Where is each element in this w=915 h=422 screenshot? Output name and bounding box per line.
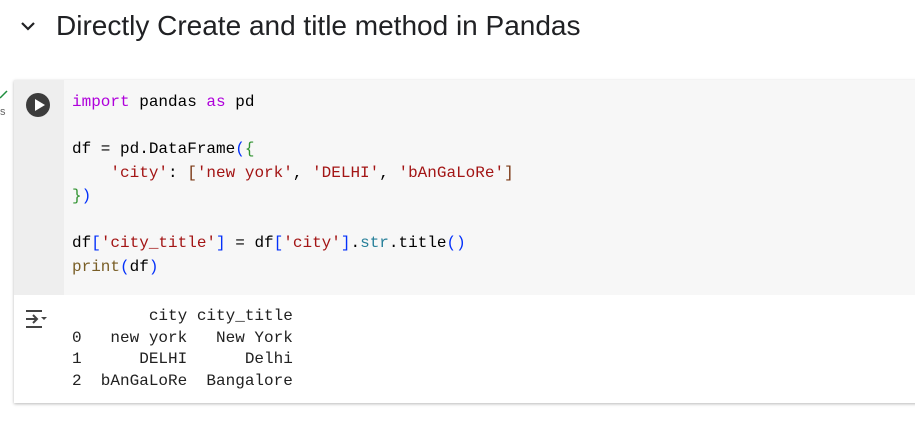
code-editor[interactable]: import pandas as pd df = pd.DataFrame({ … [64,80,915,295]
section-heading: Directly Create and title method in Pand… [18,10,581,42]
code-token [72,164,110,182]
code-token: str [360,234,389,252]
code-token: 'DELHI' [312,163,380,182]
code-token: ( [120,257,130,276]
code-token: 'city' [283,234,341,252]
code-token: 'city_title' [100,234,217,252]
code-token: . [350,234,361,252]
code-token: ( [235,140,245,158]
code-token: import [72,93,130,111]
chevron-down-icon[interactable] [18,16,38,36]
check-icon [0,90,8,99]
code-cell[interactable]: import pandas as pd df = pd.DataFrame({ … [14,80,915,403]
code-token: : [168,163,188,182]
code-token: [ [91,234,101,252]
code-token: 'city' [110,163,169,182]
cell-gutter [14,80,64,295]
code-token: , [379,163,399,182]
code-token: pandas [129,93,207,111]
code-token: df [129,257,149,276]
code-token: pd [225,93,255,111]
code-token: [ [187,163,197,182]
code-token: { [244,140,255,158]
code-token: = df [225,234,274,252]
code-token: , [292,163,313,182]
code-token: as [206,93,226,111]
code-token: [ [273,234,284,252]
code-token: ] [504,163,514,182]
code-token: df [72,234,92,252]
code-token: ] [216,234,226,252]
code-token: .title [388,234,447,252]
code-token: } [72,187,82,205]
output-toggle-icon[interactable] [24,308,48,330]
code-token: () [446,234,466,252]
code-token: 'new york' [196,163,293,182]
code-token: 'bAnGaLoRe' [398,163,505,182]
output-text: city city_title 0 new york New York 1 DE… [72,307,293,390]
code-token: df = pd.DataFrame [72,140,236,158]
code-text[interactable]: import pandas as pd df = pd.DataFrame({ … [72,91,514,279]
code-token: ] [340,234,351,252]
section-title: Directly Create and title method in Pand… [56,10,581,41]
execution-time: s [0,106,6,118]
code-token: print [72,257,121,276]
code-token: ) [81,187,92,205]
code-token: ) [148,257,159,276]
run-cell-button[interactable] [26,93,50,117]
